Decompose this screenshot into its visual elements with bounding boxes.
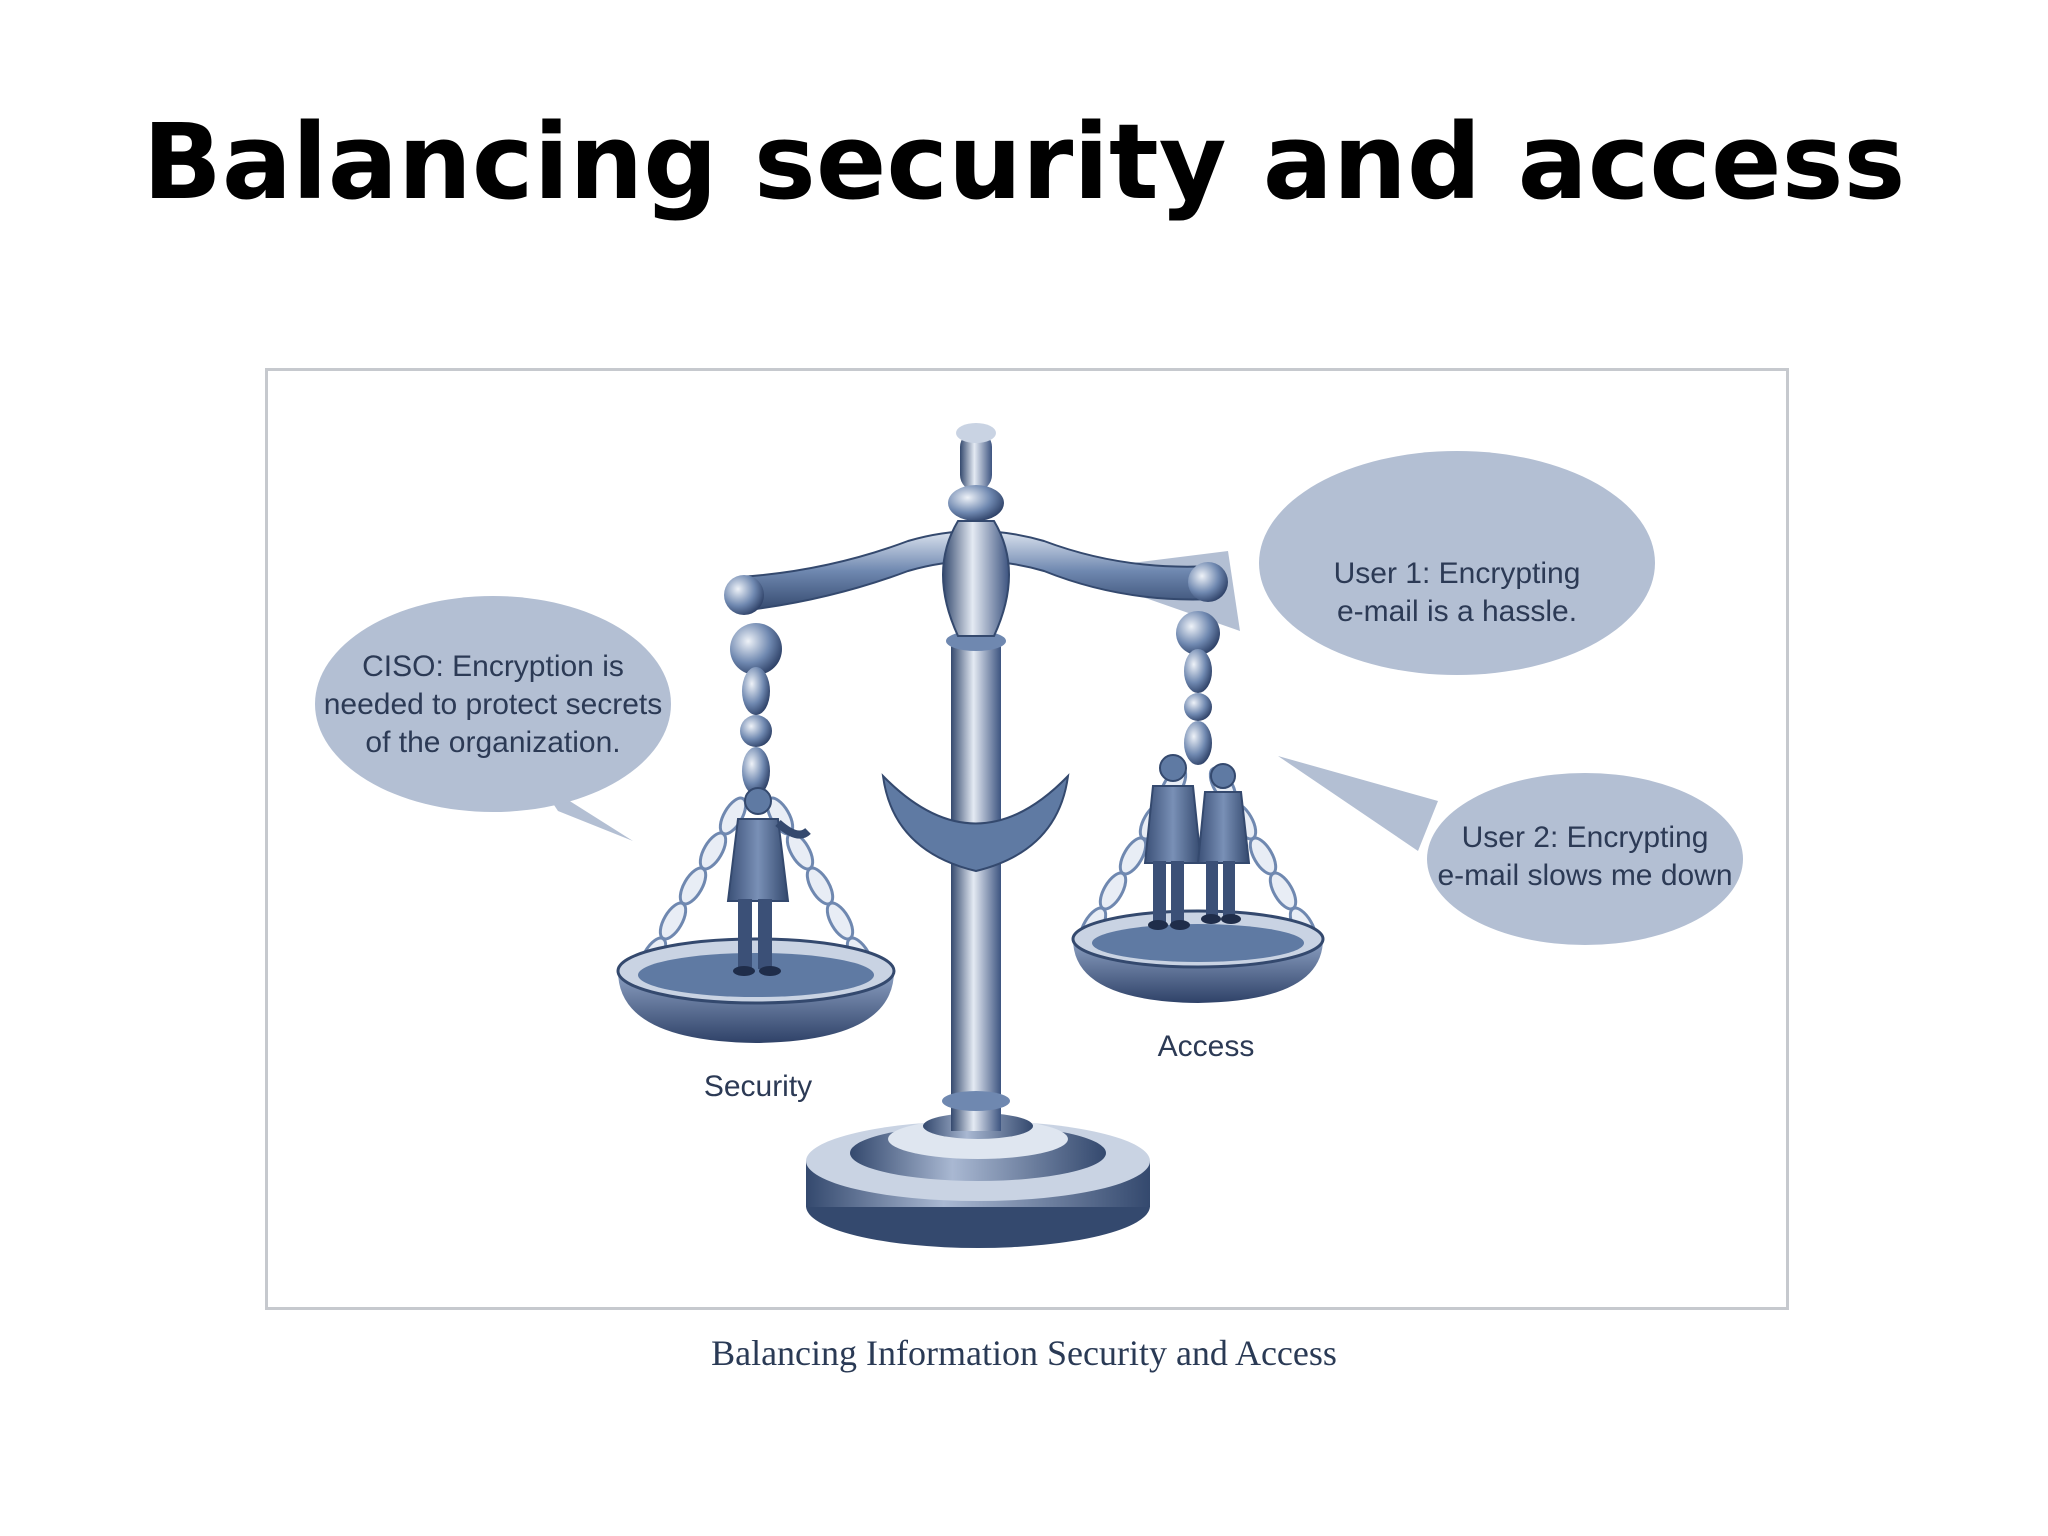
scale-crescent bbox=[881, 773, 1070, 873]
figure-frame: CISO: Encryption is needed to protect se… bbox=[265, 368, 1789, 1310]
right-hanger bbox=[1176, 611, 1220, 765]
ciso-speech-bubble: CISO: Encryption is needed to protect se… bbox=[315, 596, 671, 841]
scale-finial bbox=[942, 423, 1010, 637]
scale-pole bbox=[942, 631, 1010, 1131]
user1-bubble-line-1: User 1: Encrypting bbox=[1334, 557, 1581, 590]
ciso-bubble-line-1: CISO: Encryption is bbox=[362, 650, 624, 683]
user2-bubble-line-1: User 2: Encrypting bbox=[1462, 821, 1709, 854]
access-label: Access bbox=[1158, 1030, 1255, 1063]
ciso-bubble-line-3: of the organization. bbox=[365, 726, 620, 759]
left-hanger bbox=[730, 623, 782, 795]
ciso-bubble-line-2: needed to protect secrets bbox=[324, 688, 663, 721]
ciso-figure bbox=[726, 787, 811, 976]
user1-speech-bubble: User 1: Encrypting e-mail is a hassle. bbox=[1068, 451, 1655, 675]
user2-bubble-line-2: e-mail slows me down bbox=[1437, 859, 1732, 892]
user2-speech-bubble: User 2: Encrypting e-mail slows me down bbox=[1278, 756, 1743, 945]
slide-title: Balancing security and access bbox=[142, 101, 1906, 223]
user2-figure bbox=[1196, 763, 1251, 924]
user1-figure bbox=[1143, 754, 1203, 930]
balance-scale-illustration: CISO: Encryption is needed to protect se… bbox=[315, 423, 1743, 1248]
access-pan bbox=[1071, 909, 1325, 1003]
scale-base bbox=[806, 1113, 1150, 1248]
figure-caption: Balancing Information Security and Acces… bbox=[711, 1333, 1337, 1373]
user1-bubble-line-2: e-mail is a hassle. bbox=[1337, 595, 1577, 628]
security-pan bbox=[616, 937, 896, 1043]
security-label: Security bbox=[704, 1070, 812, 1103]
